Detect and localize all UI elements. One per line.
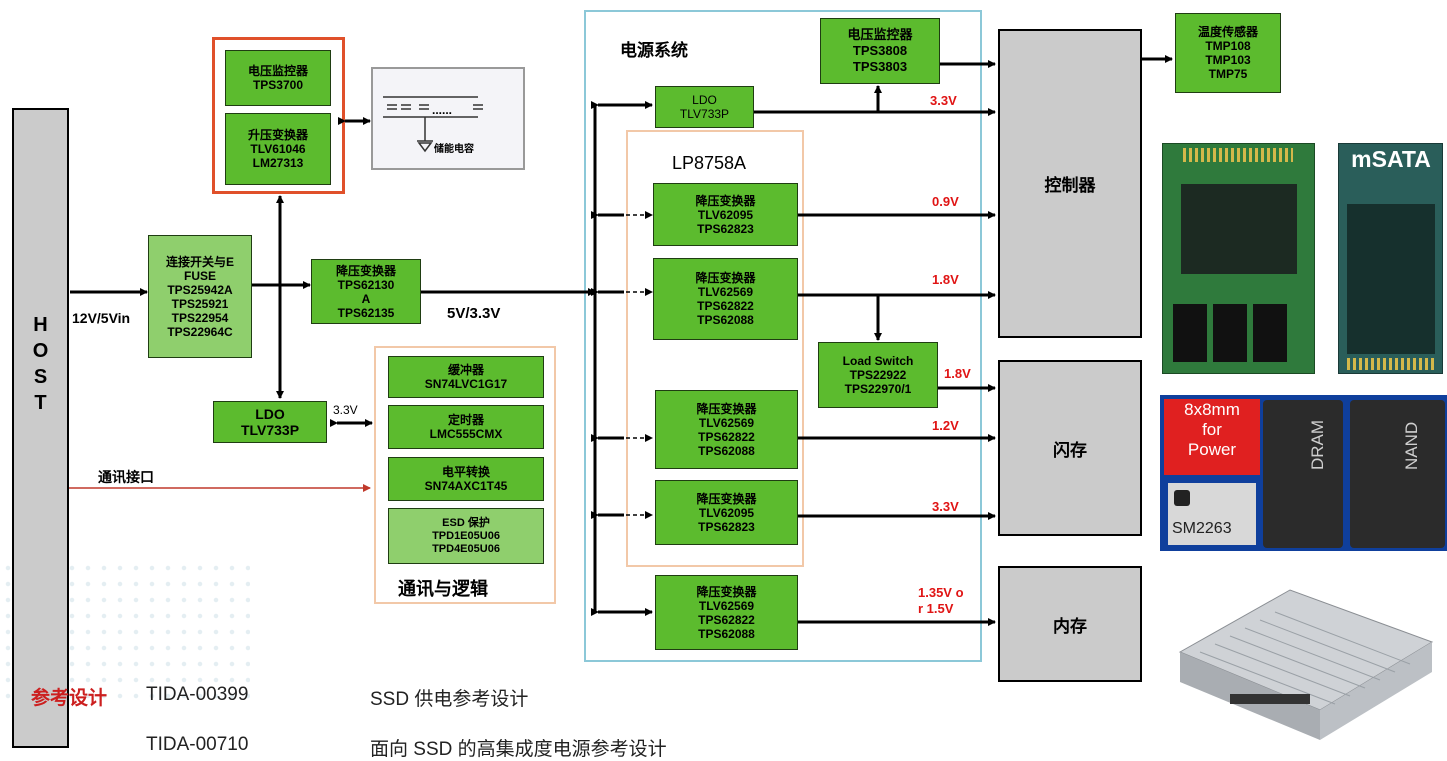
capacitor-icon [383, 96, 483, 153]
storage-capacitor-box [371, 67, 525, 170]
ldo-left-voltage: 3.3V [333, 403, 358, 417]
footer-reference-label: 参考设计 [31, 688, 108, 709]
ssd-enclosure-photo [1170, 582, 1440, 742]
bus-voltage-label: 5V/3.3V [447, 305, 501, 322]
voltage-label-1v2: 1.2V [932, 418, 959, 433]
ssd-board-photo [1162, 143, 1315, 374]
msata-board-photo [1338, 143, 1443, 374]
host-letter: O [32, 340, 49, 362]
power-system-frame [584, 10, 982, 662]
voltage-label-1v8-a: 1.8V [932, 272, 959, 287]
controller-block: 控制器 [998, 29, 1142, 338]
footer-ref1-code: TIDA-00399 [146, 684, 249, 705]
power-system-title: 电源系统 [620, 41, 688, 60]
chip-label: SM2263 [1172, 520, 1232, 537]
footer-ref2-desc: 面向 SSD 的高集成度电源参考设计 [370, 739, 667, 760]
chip-icon [1174, 490, 1190, 506]
host-letter: S [33, 366, 48, 388]
comm-interface-label: 通讯接口 [98, 469, 154, 485]
footer-ref1-desc: SSD 供电参考设计 [370, 689, 529, 710]
capacitor-dots: ...... [432, 103, 453, 117]
nand-label: NAND [1402, 421, 1421, 470]
input-label: 12V/5Vin [72, 310, 131, 326]
host-letter: H [33, 314, 48, 336]
lp8758a-frame [626, 130, 804, 567]
voltage-label-3v3-b: 3.3V [932, 499, 959, 514]
host-letter: T [34, 392, 47, 414]
boost-frame [212, 37, 345, 194]
flash-block: 闪存 [998, 360, 1142, 536]
voltage-label-1v35-line1: 1.35V o [918, 585, 964, 600]
storage-capacitor-label: 储能电容 [434, 144, 474, 155]
voltage-label-1v8-b: 1.8V [944, 366, 971, 381]
footer-ref2-code: TIDA-00710 [146, 734, 249, 755]
msata-label: mSATA [1351, 146, 1431, 172]
memory-block: 内存 [998, 566, 1142, 682]
voltage-label-1v35-line2: r 1.5V [918, 601, 954, 616]
lp8758a-title: LP8758A [672, 153, 747, 173]
voltage-label-0v9: 0.9V [932, 194, 959, 209]
dram-label: DRAM [1308, 419, 1327, 470]
logic-title: 通讯与逻辑 [398, 579, 488, 599]
host-label: H O S T [12, 312, 69, 416]
power-module-photo [1160, 395, 1447, 551]
voltage-label-3v3-top: 3.3V [930, 93, 957, 108]
host-box [12, 108, 69, 748]
logic-frame [374, 346, 556, 604]
